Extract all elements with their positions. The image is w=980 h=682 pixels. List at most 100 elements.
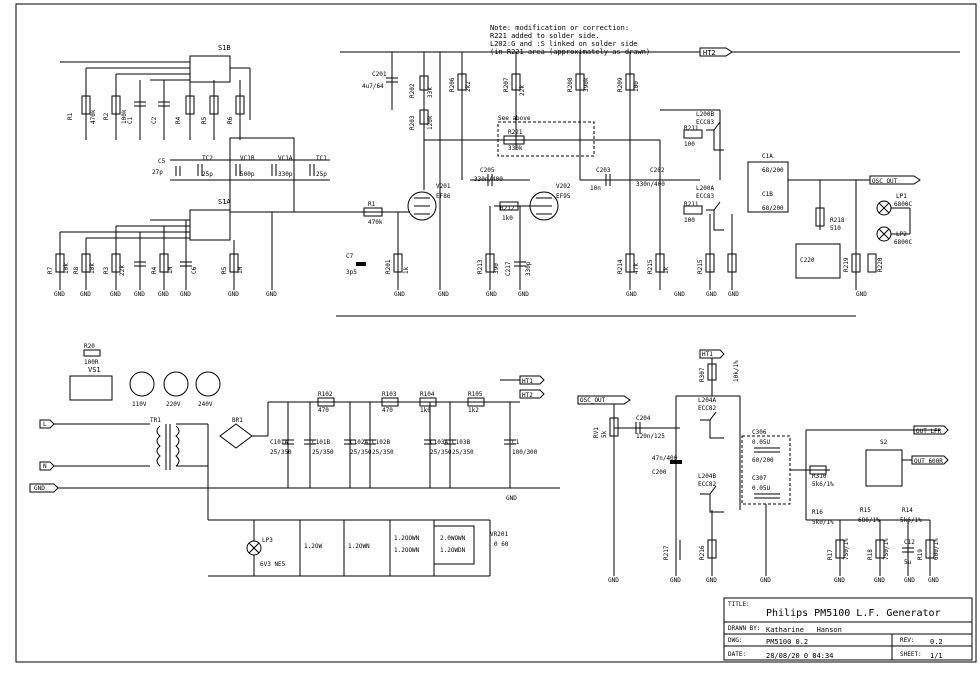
component-label: 750/1% (843, 538, 850, 560)
component-label: C101B (312, 439, 330, 446)
component-label: R218 (830, 217, 845, 224)
component-label: 3p5 (346, 269, 357, 276)
drawing-date: 28/08/20 0 04:34 (766, 652, 833, 660)
component-label: 10k/1% (733, 360, 740, 382)
component-label: R4 (175, 116, 182, 124)
component-label: C202 (650, 167, 665, 174)
component-label: R1 (67, 112, 74, 120)
component-label: C5 (158, 158, 166, 165)
component-label: GND (486, 291, 497, 298)
component-label: LP3 (262, 537, 273, 544)
component-label: 100 (684, 141, 695, 148)
component-label: 1M (237, 266, 244, 274)
component-label: 600/1% (933, 538, 940, 560)
component-label: 330n/400 (474, 176, 503, 183)
component-label: ECC83 (696, 119, 714, 126)
component-label: R206 (449, 77, 456, 92)
component-label: GND (834, 577, 845, 584)
component-label: C205 (480, 167, 495, 174)
component-label: EF95 (556, 193, 571, 200)
component-label: ECC82 (698, 481, 716, 488)
component-label: 100k (121, 109, 128, 124)
component-label: GND (34, 485, 45, 492)
mains-l-connector (39, 419, 55, 429)
s1b-range-resistors: R1 470k R2 100k C1 C2 R4 R5 R6 (67, 68, 245, 140)
component-label: R18 (867, 549, 874, 560)
net-flag-osc-out-in (577, 395, 631, 405)
component-label: DATE: (728, 651, 746, 658)
component-label: 330p (278, 171, 293, 178)
component-label: R217 (663, 545, 670, 560)
component-label: C307 (752, 475, 767, 482)
selector-220v (163, 371, 189, 397)
component-label: GND (670, 577, 681, 584)
net-flag-ht1 (699, 349, 725, 359)
component-label: C1 (512, 439, 520, 446)
selector-110v (129, 371, 155, 397)
component-label: 25/350 (430, 449, 452, 456)
component-label: R209 (617, 77, 624, 92)
component-label: GND (228, 291, 239, 298)
component-label: LP1 (896, 193, 907, 200)
component-label: 1.2OWDN (440, 547, 466, 554)
component-label: 100/300 (512, 449, 538, 456)
component-label: 47k (633, 263, 640, 274)
component-label: 470k (368, 219, 383, 226)
component-label: 390 (493, 263, 500, 274)
net-flag-ht1-ps (519, 375, 545, 385)
net-ht2-label: HT2 (703, 49, 716, 57)
component-label: 25p (316, 171, 327, 178)
component-label: R104 (420, 391, 435, 398)
component-label: R203 (409, 115, 416, 130)
component-label: R5 (201, 116, 208, 124)
component-label: GND (438, 291, 449, 298)
note-line-3: L202:G and :S linked on solder side (490, 40, 638, 48)
revision: 0.2 (930, 638, 943, 646)
component-label: R17 (827, 549, 834, 560)
tube-v202 (529, 191, 559, 221)
component-label: C102B (372, 439, 390, 446)
component-label: 1k0 (420, 407, 431, 414)
component-label: 1k2 (468, 407, 479, 414)
component-label: C2 (151, 116, 158, 124)
oscillator-stage: R1 470k C7 3p5 R201 1k C201 4u7/64 R202 … (346, 52, 540, 290)
tuning-capacitor-vc1: C5 27p TC2 25p VC1B 500p VC1A 330p TC1 2… (152, 137, 330, 213)
component-label: 5k6/1% (900, 517, 922, 524)
component-label: ECC83 (696, 193, 714, 200)
component-label: 10k (63, 263, 70, 274)
component-label: L (43, 421, 47, 428)
r221-modification: See above R221 330k (424, 115, 660, 157)
component-label: 1k (403, 266, 410, 274)
component-label: R208 (567, 77, 574, 92)
component-label: REV: (900, 637, 914, 644)
component-label: 1M (167, 266, 174, 274)
component-label: 5k0/1% (812, 519, 834, 526)
component-label: TC1 (316, 155, 327, 162)
component-label: 5k (601, 430, 608, 438)
component-label: R105 (468, 391, 483, 398)
component-label: R201 (385, 259, 392, 274)
s1a-range-resistors: R7 10k R8 10k R3 22k R4 1M C6 R5 1M (47, 212, 273, 290)
title-block: TITLE: Philips PM5100 L.F. Generator DRA… (723, 597, 973, 661)
component-label: 0.05U (752, 439, 770, 446)
net-flag-out-600r (911, 455, 949, 465)
component-label: 0.05U (752, 485, 770, 492)
component-label: GND (706, 577, 717, 584)
component-label: 60/200 (752, 457, 774, 464)
component-label: 25/350 (452, 449, 474, 456)
oscillator-output-network: C1A 68/200 C1B 68/200 OSC_OUT R218 510 C… (336, 153, 921, 317)
component-label: 330n/400 (636, 181, 665, 188)
bridge-label: BR1 (232, 417, 243, 424)
component-label: 330p (525, 261, 532, 276)
component-label: 750/1% (883, 538, 890, 560)
selector-240v (195, 371, 221, 397)
component-label: 22k (519, 85, 526, 96)
component-label: 27p (152, 169, 163, 176)
bridge-rectifier (219, 423, 253, 449)
component-label: GND (608, 577, 619, 584)
component-label: V202 (556, 183, 571, 190)
component-label: 680/1% (858, 517, 880, 524)
component-label: 25/350 (312, 449, 334, 456)
component-label: R20 (84, 343, 95, 350)
component-label: L200B (696, 111, 714, 118)
